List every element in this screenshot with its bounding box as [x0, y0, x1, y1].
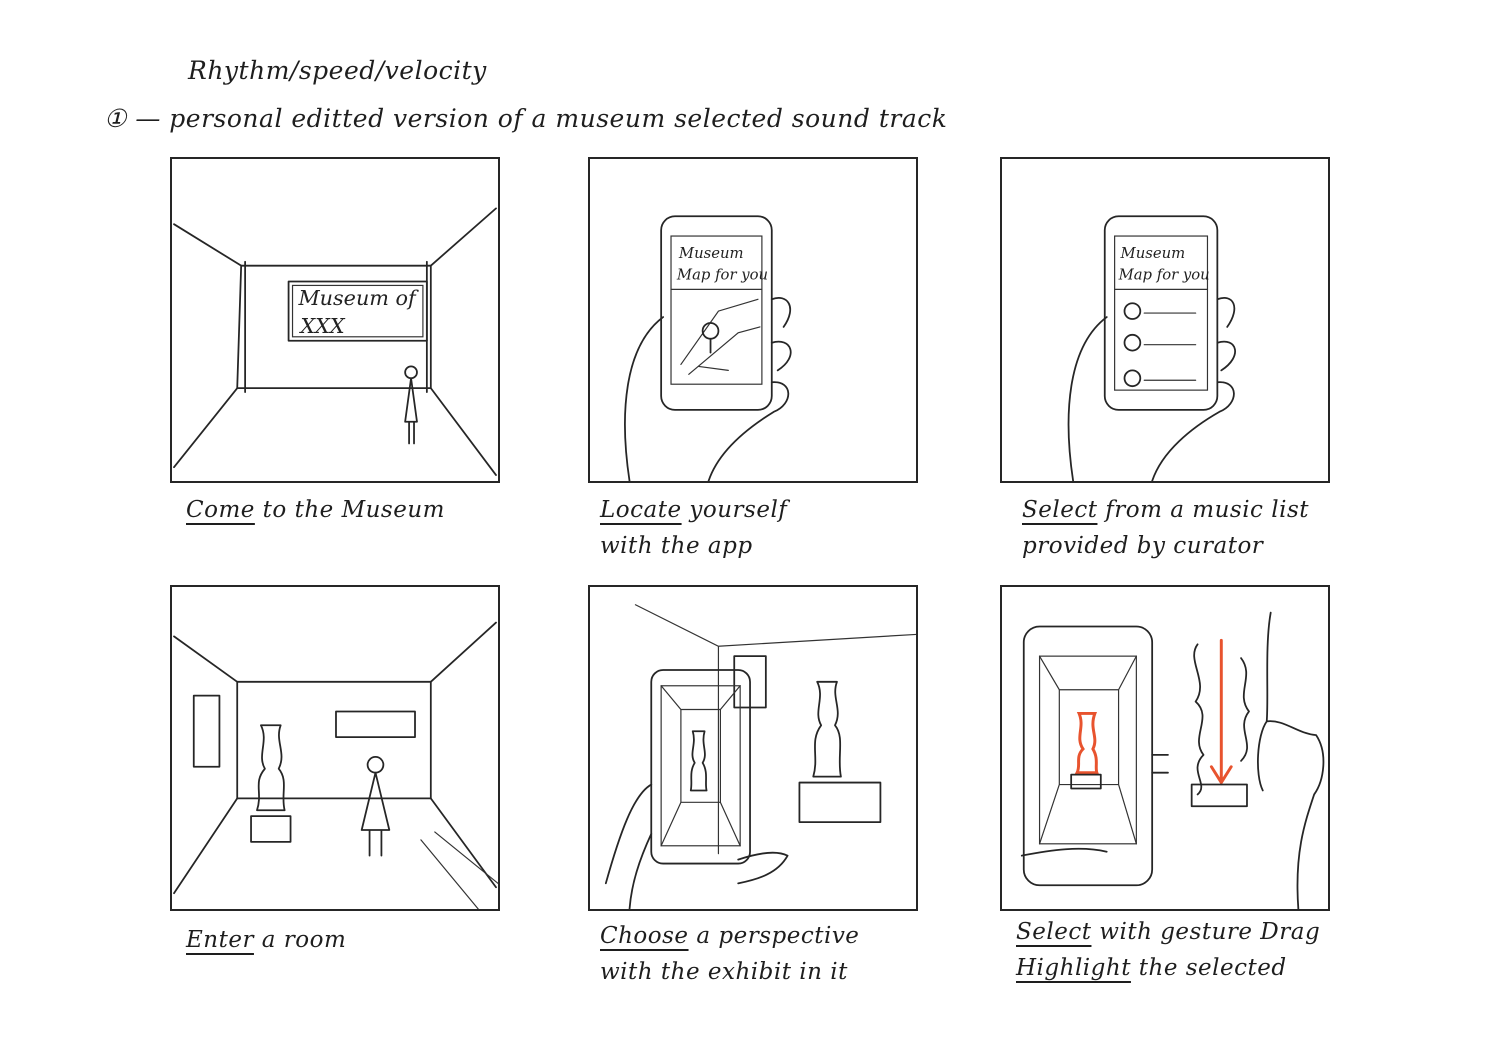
caption-4: Enter a room — [186, 927, 347, 953]
screen-subtitle: Map for you — [676, 267, 768, 284]
highlighted-exhibit — [1070, 711, 1102, 790]
sign-line-2: XXX — [298, 314, 346, 338]
phone-camera-sketch — [604, 604, 916, 909]
storyboard-panel-gesture — [1000, 585, 1330, 911]
heading-rhythm: Rhythm/speed/velocity — [188, 56, 487, 85]
storyboard-panel-perspective — [588, 585, 918, 911]
storyboard-panel-music-list: Museum Map for you — [1000, 157, 1330, 483]
play-icon — [1123, 333, 1142, 352]
screen-title: Museum — [678, 245, 744, 262]
screen-subtitle: Map for you — [1118, 267, 1210, 284]
visitor-figure — [360, 756, 391, 857]
caption-6: Select with gesture Drag Highlight the s… — [1016, 919, 1321, 981]
heading-concept: ① — personal editted version of a museum… — [104, 104, 948, 133]
vase-exhibit — [798, 680, 882, 823]
gesture-sketch — [1020, 611, 1325, 909]
caption-5: Choose a perspective with the exhibit in… — [600, 923, 860, 985]
storyboard-panel-room — [170, 585, 500, 911]
phone-list-sketch: Museum Map for you — [1067, 215, 1236, 481]
location-pin-icon — [701, 322, 720, 354]
phone-map-sketch: Museum Map for you — [624, 215, 792, 481]
play-icon — [1123, 302, 1142, 320]
room-sketch — [173, 621, 498, 909]
visitor-figure — [404, 365, 418, 445]
track-list — [1123, 302, 1197, 388]
screen-title: Museum — [1120, 245, 1186, 262]
play-icon — [1123, 369, 1142, 388]
caption-1: Come to the Museum — [186, 497, 445, 523]
caption-2: Locate yourself with the app — [600, 497, 788, 559]
vase-exhibit — [250, 724, 292, 843]
sign-line-1: Museum of — [297, 286, 419, 310]
storyboard-panel-locate: Museum Map for you — [588, 157, 918, 483]
drag-arrow-icon — [1209, 638, 1233, 786]
caption-3: Select from a music list provided by cur… — [1022, 497, 1310, 559]
storyboard-panel-museum-entrance: Museum of XXX — [170, 157, 500, 483]
room-sketch: Museum of XXX — [173, 207, 497, 476]
